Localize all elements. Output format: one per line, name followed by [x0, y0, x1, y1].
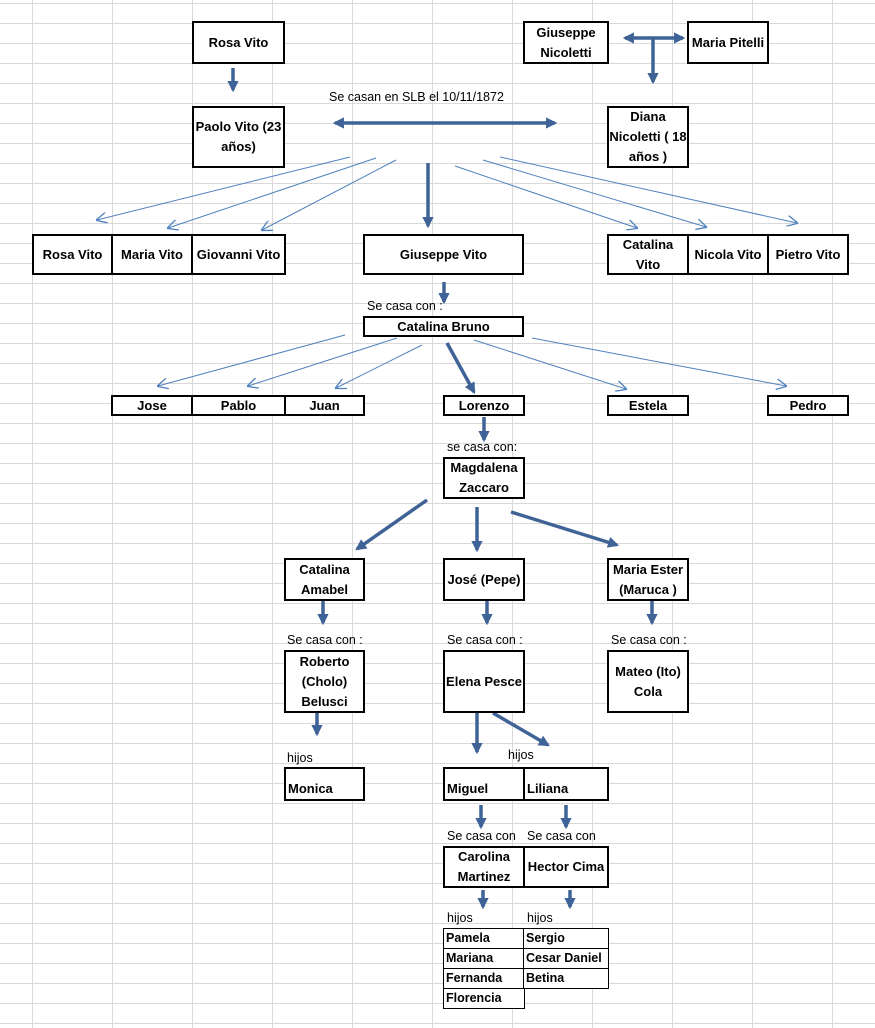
child-betina: Betina — [523, 968, 609, 989]
hijos-label: hijos — [508, 748, 534, 762]
person-liliana: Liliana — [523, 767, 609, 801]
person-rosa-vito-child: Rosa Vito — [32, 234, 113, 275]
child-fernanda: Fernanda — [443, 968, 525, 989]
thin-arrow-to-jose — [158, 334, 346, 386]
se-casa-con-label: Se casa con : — [287, 633, 363, 647]
person-estela: Estela — [607, 395, 689, 416]
se-casa-con-label: se casa con: — [447, 440, 518, 454]
person-jose-pepe: José (Pepe) — [443, 558, 525, 601]
se-casa-con-label: Se casa con : — [447, 633, 523, 647]
arrow-to-catalina-amabel — [355, 498, 429, 551]
person-giovanni-vito: Giovanni Vito — [191, 234, 286, 275]
person-lorenzo: Lorenzo — [443, 395, 525, 416]
person-pablo: Pablo — [191, 395, 286, 416]
child-pamela: Pamela — [443, 928, 525, 949]
person-catalina-amabel: Catalina Amabel — [284, 558, 365, 601]
person-giuseppe-vito: Giuseppe Vito — [363, 234, 524, 275]
person-monica: Monica — [284, 767, 365, 801]
hijos-label: hijos — [287, 751, 313, 765]
person-catalina-vito: Catalina Vito — [607, 234, 689, 275]
child-sergio: Sergio — [523, 928, 609, 949]
se-casa-con-label: Se casa con — [447, 829, 516, 843]
arrow-to-liliana — [492, 711, 550, 747]
thin-arrow-to-giovanni-vito — [262, 159, 397, 230]
person-roberto-belusci: Roberto (Cholo) Belusci — [284, 650, 365, 713]
person-jose: Jose — [111, 395, 193, 416]
person-mateo-cola: Mateo (Ito) Cola — [607, 650, 689, 713]
person-rosa-vito: Rosa Vito — [192, 21, 285, 64]
arrow-to-lorenzo — [445, 342, 476, 394]
thin-arrow-to-estela — [473, 339, 626, 389]
person-maria-ester: Maria Ester (Maruca ) — [607, 558, 689, 601]
child-florencia: Florencia — [443, 988, 525, 1009]
person-maria-pitelli: Maria Pitelli — [687, 21, 769, 64]
thin-arrow-to-rosa-vito-child — [97, 156, 351, 220]
person-carolina-martinez: Carolina Martinez — [443, 846, 525, 888]
person-diana-nicoletti: Diana Nicoletti ( 18 años ) — [607, 106, 689, 168]
person-nicola-vito: Nicola Vito — [687, 234, 769, 275]
child-mariana: Mariana — [443, 948, 525, 969]
thin-arrow-to-maria-vito — [168, 157, 377, 228]
person-miguel: Miguel — [443, 767, 525, 801]
se-casa-con-label: Se casa con — [527, 829, 596, 843]
person-juan: Juan — [284, 395, 365, 416]
hijos-label: hijos — [447, 911, 473, 925]
person-catalina-bruno: Catalina Bruno — [363, 316, 524, 337]
thin-arrow-to-catalina-vito — [454, 165, 637, 228]
marriage-label: Se casan en SLB el 10/11/1872 — [329, 90, 504, 104]
thin-arrow-to-nicola-vito — [482, 159, 706, 227]
thin-arrow-to-pedro — [531, 337, 786, 386]
person-magdalena-zaccaro: Magdalena Zaccaro — [443, 457, 525, 499]
se-casa-con-label: Se casa con : — [367, 299, 443, 313]
person-pietro-vito: Pietro Vito — [767, 234, 849, 275]
hijos-label: hijos — [527, 911, 553, 925]
person-paolo-vito: Paolo Vito (23 años) — [192, 106, 285, 168]
thin-arrow-to-pietro-vito — [499, 156, 797, 223]
thin-arrow-to-pablo — [248, 337, 398, 386]
person-hector-cima: Hector Cima — [523, 846, 609, 888]
person-elena-pesce: Elena Pesce — [443, 650, 525, 713]
se-casa-con-label: Se casa con : — [611, 633, 687, 647]
child-cesar-daniel: Cesar Daniel — [523, 948, 609, 969]
person-pedro: Pedro — [767, 395, 849, 416]
thin-arrow-to-juan — [336, 344, 423, 388]
arrow-to-maria-ester — [510, 510, 620, 548]
person-giuseppe-nicoletti: Giuseppe Nicoletti — [523, 21, 609, 64]
person-maria-vito: Maria Vito — [111, 234, 193, 275]
